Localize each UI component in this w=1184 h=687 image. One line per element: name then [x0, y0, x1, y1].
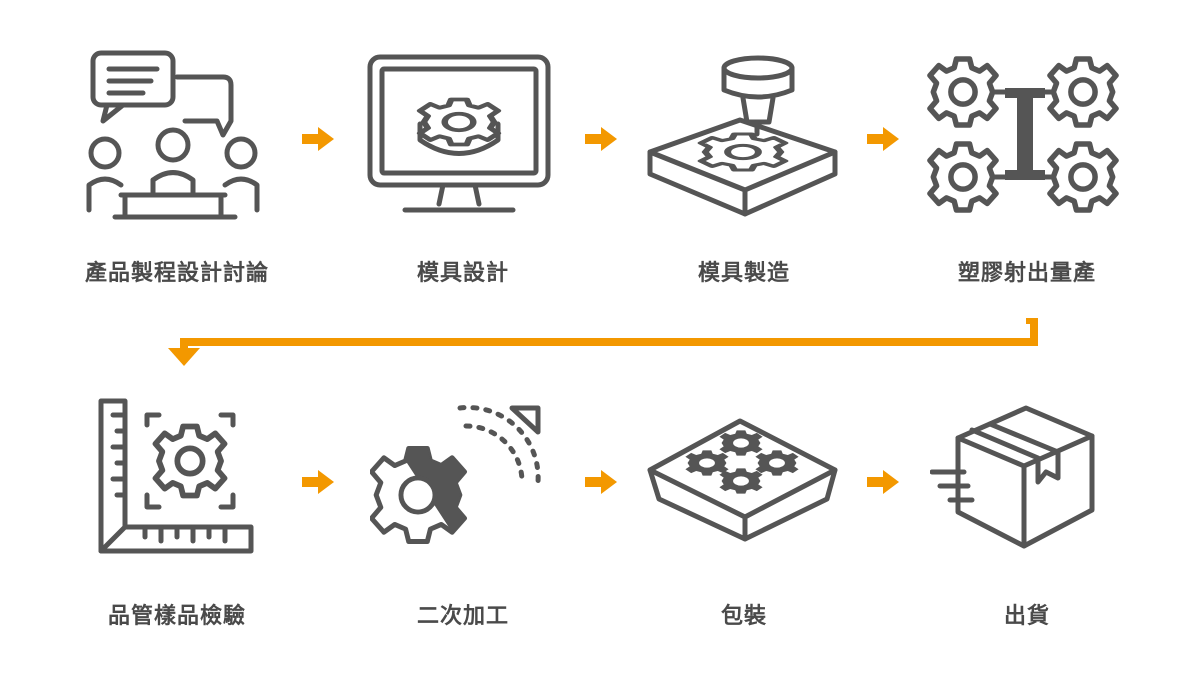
arrow-right-icon — [585, 127, 617, 151]
monitor-gear-design-icon — [367, 54, 551, 213]
step-label-1: 產品製程設計討論 — [84, 261, 269, 286]
tray-packaging-icon — [647, 418, 838, 542]
step-label-6: 二次加工 — [416, 604, 509, 629]
arrow-right-icon — [585, 470, 617, 494]
step-label-8: 出貨 — [1003, 604, 1050, 629]
arrow-right-icon — [302, 127, 334, 151]
step-label-7: 包裝 — [720, 604, 767, 629]
injection-gears-icon — [925, 52, 1125, 217]
step-label-5: 品管樣品檢驗 — [107, 604, 246, 629]
ruler-gear-inspection-icon — [98, 398, 254, 554]
arrow-right-icon — [867, 127, 899, 151]
cnc-mold-manufacturing-icon — [647, 55, 838, 217]
arrow-right-icon — [867, 470, 899, 494]
meeting-discussion-icon — [86, 50, 260, 220]
connector-arrow-icon — [168, 318, 1038, 366]
cut-gear-processing-icon — [370, 405, 541, 544]
step-label-2: 模具設計 — [416, 261, 509, 286]
arrow-right-icon — [302, 470, 334, 494]
shipping-box-icon — [930, 405, 1095, 549]
step-label-4: 塑膠射出量產 — [957, 261, 1096, 286]
step-label-3: 模具製造 — [697, 261, 790, 286]
